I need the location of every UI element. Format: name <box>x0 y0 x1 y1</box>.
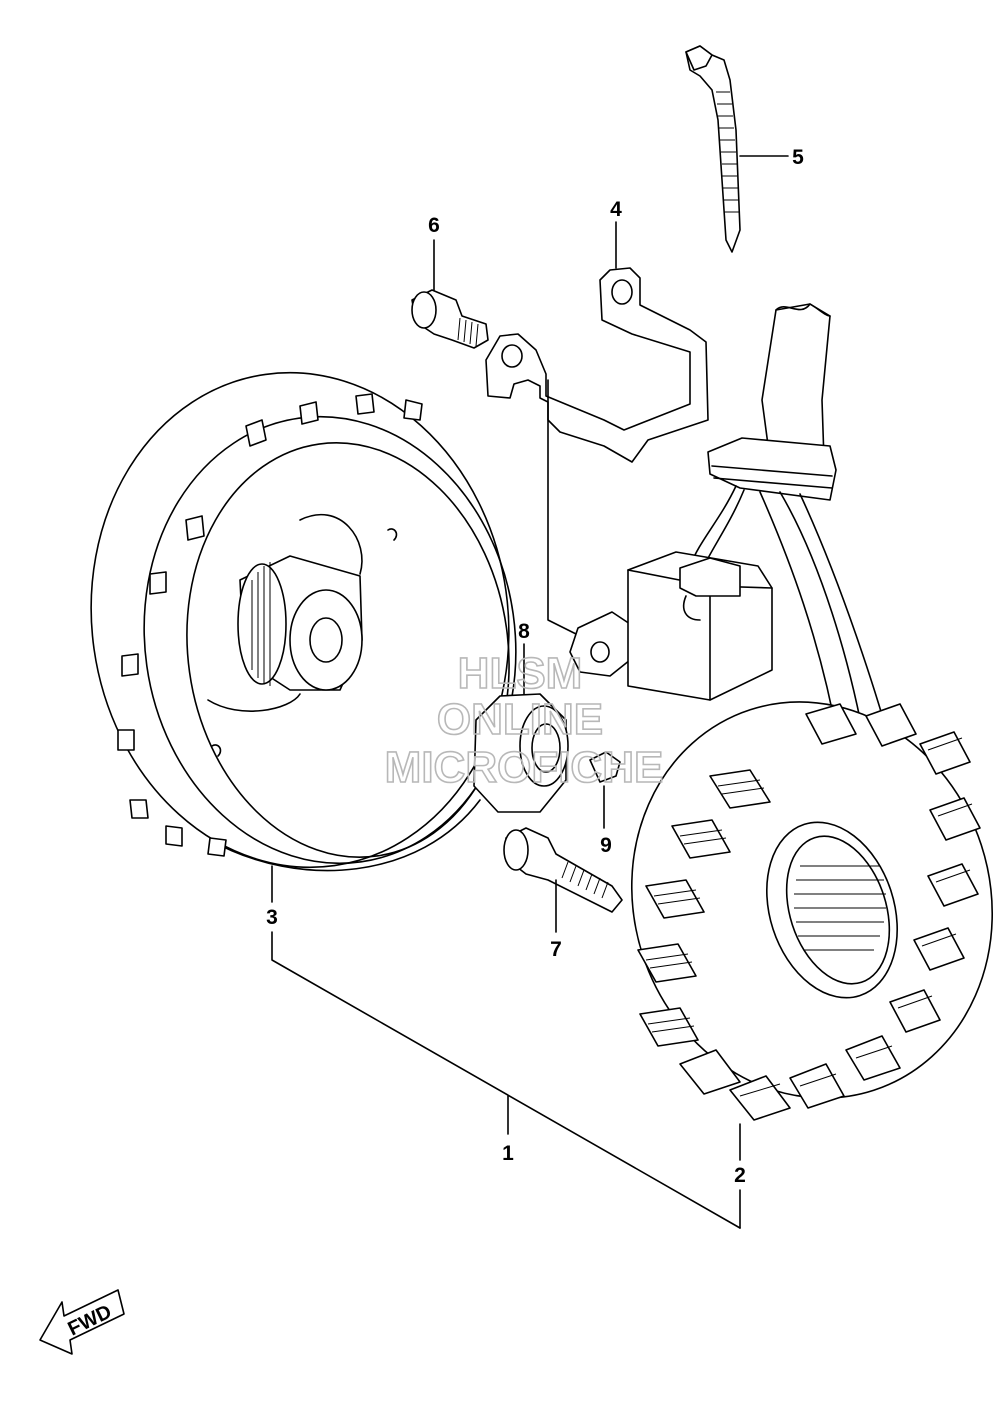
callout-7[interactable]: 7 <box>550 938 562 961</box>
watermark-line-1: HLSM <box>458 649 583 698</box>
callout-labels: 1 2 3 4 5 6 7 8 9 <box>266 146 804 1187</box>
cable-tie-part[interactable] <box>685 45 741 253</box>
callout-5[interactable]: 5 <box>792 146 804 169</box>
fwd-direction-arrow: FWD <box>39 1289 125 1355</box>
callout-1[interactable]: 1 <box>502 1142 514 1165</box>
watermark-line-2: ONLINE <box>437 695 603 744</box>
watermark-line-3: MICROFICHE <box>385 743 664 792</box>
bolt-part-7[interactable] <box>503 827 623 913</box>
nut-part-8[interactable] <box>473 693 569 813</box>
bolt-part-6[interactable] <box>411 289 489 349</box>
callout-4[interactable]: 4 <box>610 198 622 221</box>
callout-9[interactable]: 9 <box>600 834 612 857</box>
leader-lines <box>271 155 789 1229</box>
stator-part[interactable] <box>581 303 1000 1145</box>
watermark: HLSM ONLINE MICROFICHE <box>384 648 664 793</box>
callout-8[interactable]: 8 <box>518 620 530 643</box>
bracket-part[interactable] <box>485 267 709 677</box>
flywheel-rotor-part[interactable] <box>60 345 545 894</box>
woodruff-key-part[interactable] <box>589 751 621 783</box>
callout-2[interactable]: 2 <box>734 1164 746 1187</box>
callout-6[interactable]: 6 <box>428 214 440 237</box>
callout-3[interactable]: 3 <box>266 906 278 929</box>
